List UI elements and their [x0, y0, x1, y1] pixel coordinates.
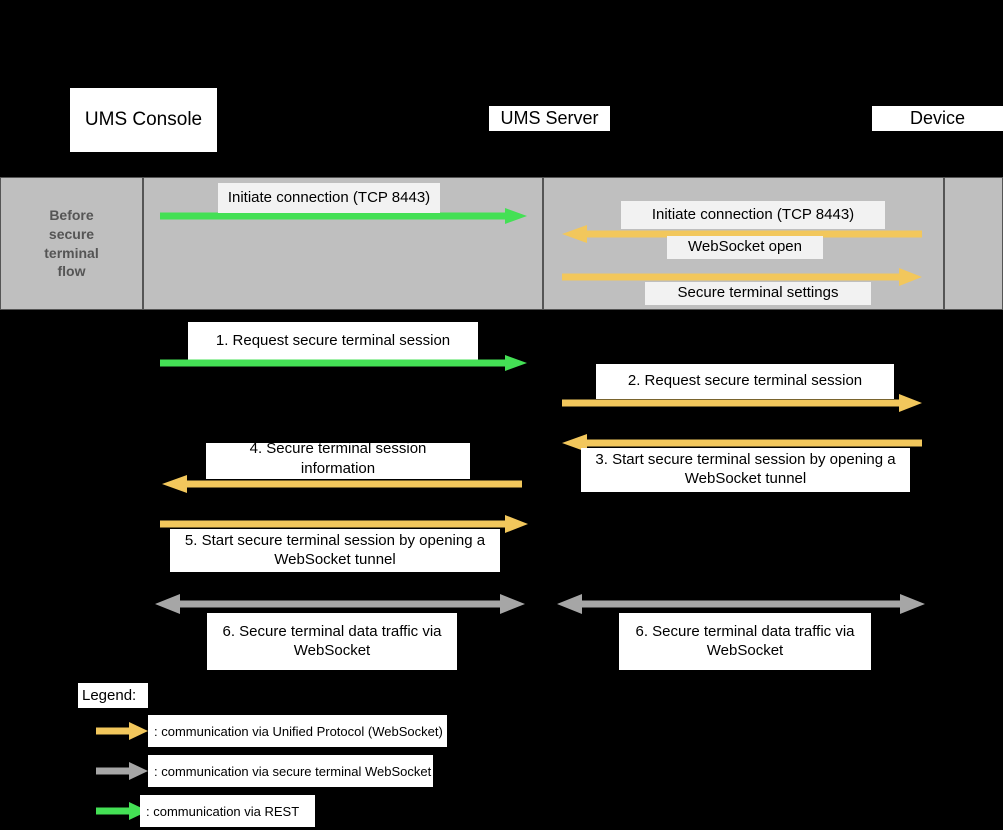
phase-band-label-line-2: secure — [48, 225, 95, 242]
arrow-step-4 — [162, 475, 522, 493]
label-step-3: 3. Start secure terminal session by open… — [581, 448, 910, 492]
label-band-msg-2: Initiate connection (TCP 8443) — [621, 201, 885, 229]
arrow-step-6-left — [155, 594, 525, 614]
label-text-band-msg-2: Initiate connection (TCP 8443) — [651, 205, 855, 223]
legend-title-text: Legend: — [82, 687, 137, 704]
arrow-band-msg-1 — [160, 208, 527, 224]
legend-entry-text-secure-terminal-ws: : communication via secure terminal WebS… — [154, 763, 432, 779]
label-step-5: 5. Start secure terminal session by open… — [170, 529, 500, 572]
label-text-step-6-left: 6. Secure terminal data traffic via WebS… — [222, 622, 442, 659]
label-band-msg-3: WebSocket open — [667, 236, 823, 259]
participant-label-device: Device — [909, 107, 966, 128]
participant-ums-server: UMS Server — [489, 106, 610, 131]
label-step-6-left: 6. Secure terminal data traffic via WebS… — [207, 613, 457, 670]
phase-band-label: Before secure terminal flow — [1, 178, 142, 309]
label-text-step-2: 2. Request secure terminal session — [627, 372, 863, 390]
arrow-step-1 — [160, 355, 527, 371]
label-band-msg-4: Secure terminal settings — [645, 282, 871, 305]
label-text-step-6-right: 6. Secure terminal data traffic via WebS… — [635, 622, 855, 659]
label-text-step-4: 4. Secure terminal session information — [249, 443, 427, 477]
arrow-step-5 — [160, 515, 528, 533]
label-text-band-msg-4: Secure terminal settings — [677, 284, 839, 302]
legend-entry-unified-protocol: : communication via Unified Protocol (We… — [148, 715, 447, 747]
phase-band-label-line-1: Before — [49, 206, 94, 223]
legend-arrow-rest-icon — [96, 802, 148, 820]
label-step-2: 2. Request secure terminal session — [596, 364, 894, 399]
label-step-1: 1. Request secure terminal session — [188, 322, 478, 360]
legend-title: Legend: — [78, 683, 148, 708]
label-band-msg-1: Initiate connection (TCP 8443) — [218, 183, 440, 213]
phase-band-label-line-3: terminal — [44, 244, 99, 261]
arrow-step-6-right — [557, 594, 925, 614]
label-step-6-right: 6. Secure terminal data traffic via WebS… — [619, 613, 871, 670]
arrow-band-msg-4 — [562, 268, 922, 286]
legend-arrow-unified-protocol-icon — [96, 722, 148, 740]
participant-ums-console: UMS Console — [70, 88, 217, 152]
legend-entry-text-unified-protocol: : communication via Unified Protocol (We… — [154, 723, 443, 739]
arrow-step-3 — [562, 434, 922, 452]
phase-band-device-cell — [944, 177, 1003, 310]
label-text-step-5: 5. Start secure terminal session by open… — [184, 531, 486, 568]
phase-band-label-cell: Before secure terminal flow — [0, 177, 143, 310]
label-step-4: 4. Secure terminal session information — [206, 443, 470, 479]
participant-device: Device — [872, 106, 1003, 131]
legend-entry-secure-terminal-ws: : communication via secure terminal WebS… — [148, 755, 433, 787]
legend-arrow-secure-terminal-ws-icon — [96, 762, 148, 780]
label-text-band-msg-3: WebSocket open — [688, 238, 802, 256]
legend-entry-text-rest: : communication via REST — [146, 803, 300, 819]
label-text-band-msg-1: Initiate connection (TCP 8443) — [227, 188, 431, 206]
label-text-step-3: 3. Start secure terminal session by open… — [595, 451, 896, 487]
participant-label-ums-server: UMS Server — [500, 107, 599, 128]
arrow-step-2 — [562, 394, 922, 412]
legend-entry-rest: : communication via REST — [140, 795, 315, 827]
phase-band-label-line-4: flow — [57, 263, 86, 280]
participant-label-ums-console: UMS Console — [84, 108, 203, 130]
label-text-step-1: 1. Request secure terminal session — [215, 331, 451, 349]
arrow-band-msg-2 — [562, 225, 922, 243]
